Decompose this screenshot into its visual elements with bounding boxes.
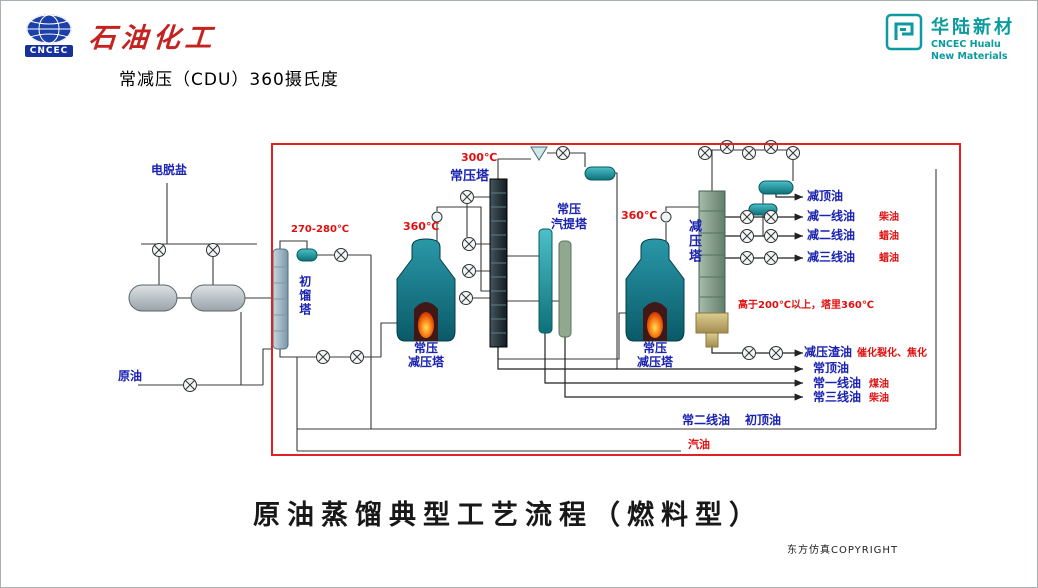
label-temp-300: 300℃ xyxy=(461,151,498,164)
label-crude-oil: 原油 xyxy=(118,369,143,383)
product-vac-line3: 减三线油 xyxy=(807,250,856,264)
label-temp-360-furnace2: 360℃ xyxy=(621,209,658,222)
product-vac-residue: 减压渣油 xyxy=(804,345,853,359)
label-furnace1-line1: 常压 xyxy=(414,341,439,355)
label-stripper: 汽提塔 xyxy=(551,217,588,231)
hualu-logo: 华陆新材 CNCEC Hualu New Materials xyxy=(885,13,1015,63)
product-vac-residue-note: 催化裂化、焦化 xyxy=(857,348,927,359)
desalter-drums xyxy=(128,284,246,312)
product-atm-line3-note: 柴油 xyxy=(869,393,889,404)
initial-tower xyxy=(272,248,289,350)
pipes xyxy=(138,149,937,452)
cncec-badge: CNCEC xyxy=(25,45,73,57)
brand-name-right: 华陆新材 xyxy=(931,17,1015,38)
cncec-globe-icon: CNCEC xyxy=(25,13,73,57)
diagram-caption: 原油蒸馏典型工艺流程（燃料型） xyxy=(253,500,763,531)
product-vac-top-oil: 减顶油 xyxy=(807,189,844,203)
hualu-brand-text: 华陆新材 CNCEC Hualu New Materials xyxy=(931,13,1015,63)
product-atm-line2: 常二线油 xyxy=(682,413,731,427)
product-atm-line1-note: 煤油 xyxy=(869,379,889,390)
product-vac-line3-note: 蜡油 xyxy=(879,253,899,264)
highlight-box xyxy=(271,143,961,456)
product-atm-line3: 常三线油 xyxy=(813,390,862,404)
label-initial-tower: 初馏塔 xyxy=(297,275,312,317)
label-vacuum-note: 高于200℃以上，塔里360℃ xyxy=(738,300,874,311)
vacuum-tower xyxy=(695,190,729,348)
brand-en-2: New Materials xyxy=(931,50,1008,62)
stripper-towers xyxy=(538,228,572,338)
label-atm-tower: 常压塔 xyxy=(450,169,490,184)
atmospheric-tower xyxy=(489,146,548,348)
furnace-2 xyxy=(625,211,685,342)
cncec-logo: CNCEC 石油化工 xyxy=(25,13,218,57)
product-vac-line1: 减一线油 xyxy=(807,209,856,223)
product-vac-line1-note: 柴油 xyxy=(879,212,899,223)
label-vacuum-tower: 减压塔 xyxy=(685,219,701,264)
product-initial-top-oil: 初顶油 xyxy=(745,413,782,427)
product-vac-line2-note: 蜡油 xyxy=(879,231,899,242)
funnel-icon xyxy=(530,146,548,161)
label-temp-360-furnace1: 360℃ xyxy=(403,220,440,233)
globe-icon xyxy=(26,14,72,44)
product-vac-line2: 减二线油 xyxy=(807,228,856,242)
label-furnace1-line2: 减压塔 xyxy=(408,355,445,369)
label-furnace2-line2: 减压塔 xyxy=(637,355,674,369)
product-atm-top-oil: 常顶油 xyxy=(813,361,850,375)
label-temp-270-280: 270-280℃ xyxy=(291,224,350,235)
label-atm-short: 常压 xyxy=(557,202,582,216)
hualu-icon xyxy=(885,13,923,51)
brand-en-1: CNCEC Hualu xyxy=(931,39,1001,50)
copyright-text: 东方仿真COPYRIGHT xyxy=(787,545,899,556)
product-atm-line1: 常一线油 xyxy=(813,376,862,390)
furnace-1 xyxy=(396,211,456,342)
page-title: 常减压（CDU）360摄氏度 xyxy=(119,70,339,90)
label-desalter: 电脱盐 xyxy=(151,163,188,177)
product-gasoline: 汽油 xyxy=(688,438,710,451)
label-furnace2-line1: 常压 xyxy=(643,341,668,355)
